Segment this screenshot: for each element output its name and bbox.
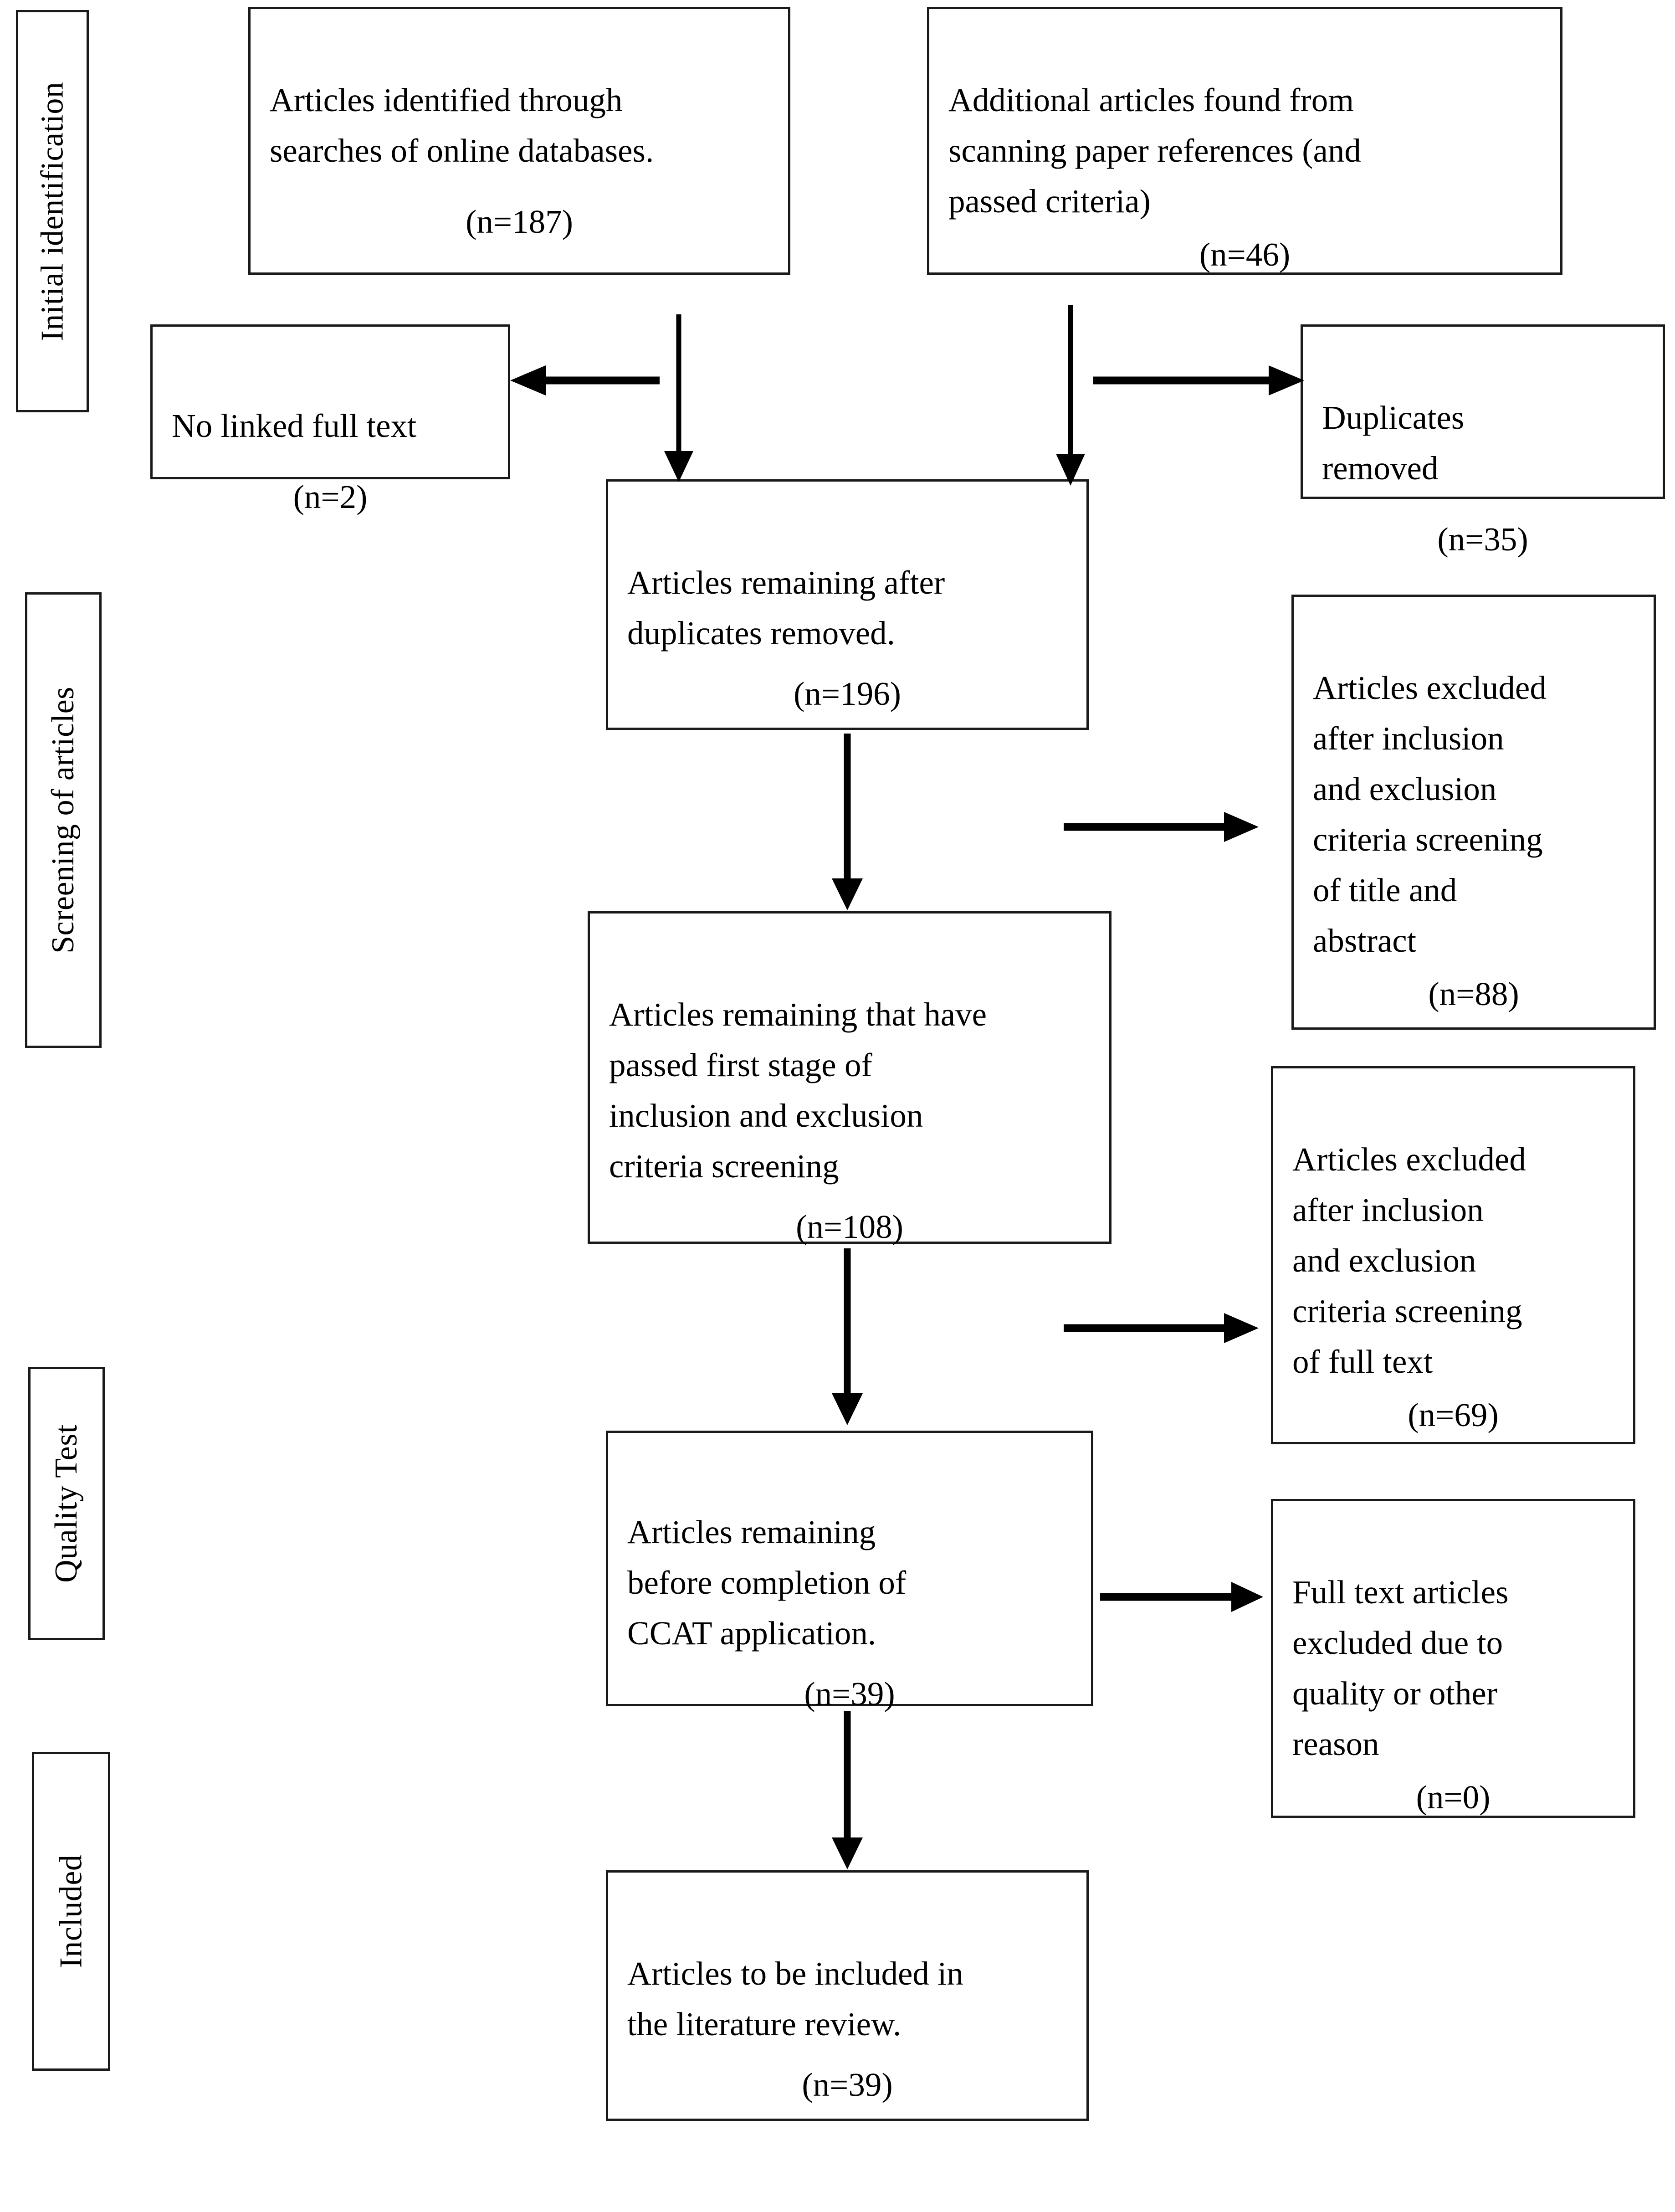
arrow-to-excluded-quality <box>1100 1576 1264 1617</box>
box-text: Full text articles excluded due to quali… <box>1292 1573 1509 1762</box>
box-remaining-after-duplicates: Articles remaining after duplicates remo… <box>606 479 1089 730</box>
arrow-passed-to-ccat <box>820 1248 875 1426</box>
box-additional-references: Additional articles found from scanning … <box>927 7 1562 275</box>
box-count: (n=108) <box>796 1208 903 1245</box>
box-identified-databases: Articles identified through searches of … <box>248 7 790 275</box>
arrow-to-excluded-full-text <box>1064 1308 1260 1349</box>
box-count: (n=46) <box>1199 236 1291 273</box>
box-text: Additional articles found from scanning … <box>948 81 1361 220</box>
box-text: Articles remaining before completion of … <box>627 1513 907 1652</box>
arrow-additional-to-remaining <box>1043 305 1098 488</box>
box-excluded-full-text: Articles excluded after inclusion and ex… <box>1271 1066 1635 1444</box>
box-count: (n=0) <box>1416 1778 1491 1816</box>
box-remaining-before-ccat: Articles remaining before completion of … <box>606 1431 1093 1712</box>
stage-label-screening-of-articles: Screening of articles <box>25 592 102 1048</box>
box-text: Articles remaining after duplicates remo… <box>627 564 945 652</box>
box-text: Articles excluded after inclusion and ex… <box>1292 1140 1526 1380</box>
arrow-remaining-to-passed-first-stage <box>820 734 875 911</box>
box-count: (n=187) <box>466 203 573 241</box>
stage-label-initial-identification: Initial identification <box>16 10 89 412</box>
box-count: (n=88) <box>1428 975 1519 1012</box>
stage-label-text: Initial identification <box>35 82 70 341</box>
box-count: (n=2) <box>293 478 368 516</box>
box-text: Articles excluded after inclusion and ex… <box>1313 669 1547 959</box>
stage-label-text: Quality Test <box>49 1424 84 1583</box>
box-included-final: Articles to be included in the literatur… <box>606 1870 1089 2121</box>
box-count: (n=35) <box>1437 521 1528 558</box>
arrow-to-excluded-title-abstract <box>1064 806 1260 847</box>
box-duplicates-removed: Duplicates removed (n=35) <box>1301 324 1665 558</box>
box-count: (n=69) <box>1408 1396 1499 1433</box>
box-passed-first-stage: Articles remaining that have passed firs… <box>588 911 1112 1245</box>
box-text: Articles remaining that have passed firs… <box>609 996 987 1185</box>
box-text: Articles identified through searches of … <box>270 81 654 169</box>
box-no-linked-full-text: No linked full text (n=2) <box>150 324 510 515</box>
arrow-identified-to-remaining <box>651 314 706 483</box>
box-count: (n=39) <box>804 1675 895 1712</box>
stage-label-quality-test: Quality Test <box>28 1367 105 1640</box>
box-count: (n=39) <box>802 2066 893 2103</box>
stage-label-text: Screening of articles <box>46 687 81 954</box>
arrow-to-no-linked-full-text <box>509 360 660 401</box>
arrow-ccat-to-included <box>820 1711 875 1870</box>
box-excluded-quality: Full text articles excluded due to quali… <box>1271 1499 1635 1818</box>
box-text: No linked full text <box>172 407 417 444</box>
stage-label-included: Included <box>32 1752 110 2071</box>
box-count: (n=196) <box>794 675 901 712</box>
box-excluded-title-abstract: Articles excluded after inclusion and ex… <box>1291 595 1656 1030</box>
arrow-to-duplicates-removed <box>1093 360 1305 401</box>
box-text: Duplicates removed <box>1322 399 1465 487</box>
stage-label-text: Included <box>53 1854 88 1968</box>
box-text: Articles to be included in the literatur… <box>627 1955 963 2043</box>
